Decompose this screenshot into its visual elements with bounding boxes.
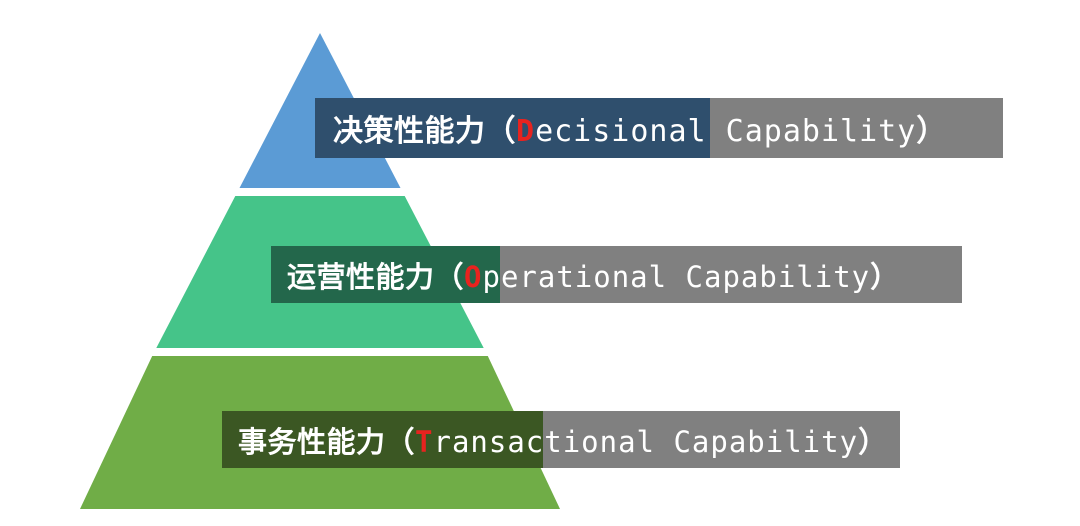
- label-cn-transactional: 事务性能力（: [238, 426, 416, 459]
- label-en-transactional: ransactional Capability: [433, 424, 859, 459]
- label-en-decisional: ecisional Capability: [535, 114, 917, 149]
- label-highlight-operational: O: [464, 259, 483, 294]
- label-tint-transactional: [222, 411, 543, 468]
- label-text-transactional: 事务性能力（Transactional Capability）: [222, 419, 888, 461]
- label-tint-operational: [271, 246, 500, 303]
- label-highlight-decisional: D: [516, 114, 536, 149]
- label-close-decisional: ）: [916, 115, 947, 148]
- label-bar-decisional: 决策性能力（Decisional Capability）: [315, 98, 1003, 158]
- label-text-decisional: 决策性能力（Decisional Capability）: [315, 106, 947, 150]
- label-bar-operational: 运营性能力（Operational Capability）: [271, 246, 962, 303]
- label-bar-transactional: 事务性能力（Transactional Capability）: [222, 411, 900, 468]
- label-close-operational: ）: [870, 261, 900, 294]
- label-close-transactional: ）: [858, 426, 888, 459]
- label-tint-decisional: [315, 98, 710, 158]
- label-en-operational: perational Capability: [482, 259, 871, 294]
- label-cn-operational: 运营性能力（: [287, 261, 465, 294]
- label-text-operational: 运营性能力（Operational Capability）: [271, 254, 900, 296]
- label-cn-decisional: 决策性能力（: [333, 115, 516, 148]
- label-highlight-transactional: T: [415, 424, 434, 459]
